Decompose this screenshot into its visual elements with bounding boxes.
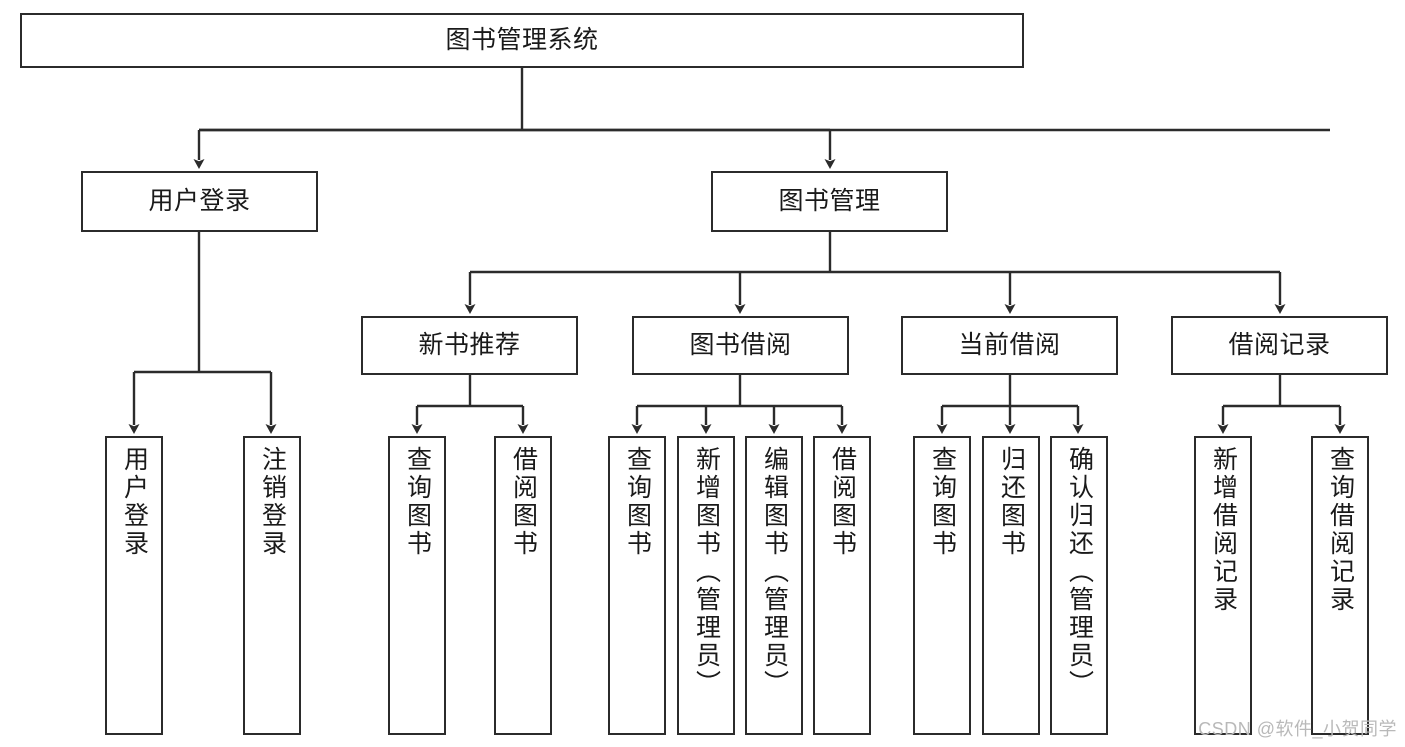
leaf-user-login[interactable]: 用户登录	[105, 436, 163, 735]
node-label: 用户登录	[148, 186, 251, 215]
node-label: 归还图书	[997, 446, 1026, 558]
leaf-borrow-book-2[interactable]: 借阅图书	[813, 436, 871, 735]
node-label: 当前借阅	[958, 330, 1061, 359]
node-current-borrow[interactable]: 当前借阅	[901, 316, 1118, 375]
node-label: 借阅记录	[1228, 330, 1331, 359]
leaf-borrow-book-1[interactable]: 借阅图书	[494, 436, 552, 735]
leaf-add-book-admin[interactable]: 新增图书（管理员）	[677, 436, 735, 735]
node-label: 借阅图书	[828, 446, 857, 558]
leaf-query-book-3[interactable]: 查询图书	[913, 436, 971, 735]
node-label: 借阅图书	[509, 446, 538, 558]
leaf-return-book[interactable]: 归还图书	[982, 436, 1040, 735]
leaf-query-borrow-record[interactable]: 查询借阅记录	[1311, 436, 1369, 735]
csdn-watermark: CSDN @软件_小贺同学	[1198, 719, 1397, 739]
node-label: 新书推荐	[418, 330, 521, 359]
node-root-system[interactable]: 图书管理系统	[20, 13, 1024, 68]
node-label: 新增图书（管理员）	[692, 446, 721, 698]
leaf-query-book-1[interactable]: 查询图书	[388, 436, 446, 735]
node-label: 图书管理系统	[445, 25, 599, 54]
leaf-confirm-return-admin[interactable]: 确认归还（管理员）	[1050, 436, 1108, 735]
node-new-book-recommend[interactable]: 新书推荐	[361, 316, 578, 375]
node-label: 查询图书	[928, 446, 957, 558]
node-label: 图书管理	[778, 186, 881, 215]
leaf-add-borrow-record[interactable]: 新增借阅记录	[1194, 436, 1252, 735]
node-label: 注销登录	[258, 446, 287, 558]
leaf-query-book-2[interactable]: 查询图书	[608, 436, 666, 735]
node-label: 编辑图书（管理员）	[760, 446, 789, 698]
node-label: 图书借阅	[689, 330, 792, 359]
node-label: 查询借阅记录	[1326, 446, 1355, 614]
node-label: 新增借阅记录	[1209, 446, 1238, 614]
node-borrow-record[interactable]: 借阅记录	[1171, 316, 1388, 375]
node-label: 用户登录	[120, 446, 149, 558]
node-label: 确认归还（管理员）	[1065, 446, 1094, 698]
node-book-borrow[interactable]: 图书借阅	[632, 316, 849, 375]
node-user-login[interactable]: 用户登录	[81, 171, 318, 232]
node-label: 查询图书	[403, 446, 432, 558]
node-label: 查询图书	[623, 446, 652, 558]
leaf-edit-book-admin[interactable]: 编辑图书（管理员）	[745, 436, 803, 735]
leaf-logout-login[interactable]: 注销登录	[243, 436, 301, 735]
node-book-management[interactable]: 图书管理	[711, 171, 948, 232]
